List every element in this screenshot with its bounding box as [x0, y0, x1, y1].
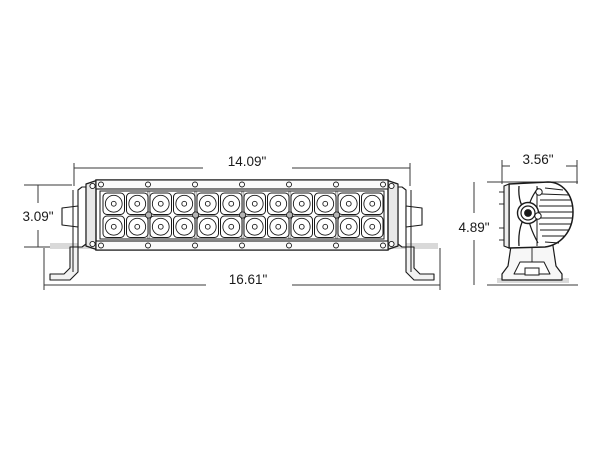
front-view — [49, 179, 438, 281]
fin-2 — [541, 193, 570, 196]
led-cell — [361, 215, 384, 238]
led-cell — [337, 215, 360, 238]
fin-10 — [544, 241, 560, 244]
led-cell — [243, 215, 266, 238]
led-seam-screws — [145, 211, 341, 219]
screw-bottom-4 — [239, 242, 245, 249]
led-cell — [314, 215, 337, 238]
screw-bottom-6 — [333, 242, 339, 249]
side-stand-slot — [524, 267, 540, 276]
led-cell — [196, 215, 219, 238]
led-cell — [102, 192, 125, 215]
right-bracket-tab — [405, 205, 423, 228]
led-cell — [149, 215, 172, 238]
screw-bottom-1 — [98, 242, 104, 249]
led-cell — [267, 192, 290, 215]
seam-screw-5 — [333, 211, 341, 219]
side-view — [497, 181, 574, 283]
screw-top-1 — [98, 181, 104, 188]
seam-screw-2 — [192, 211, 200, 219]
led-cell — [290, 192, 313, 215]
side-rear-ribs — [499, 191, 504, 241]
housing-end-caps — [85, 179, 399, 251]
housing-rail-screws — [98, 181, 386, 249]
led-cell — [102, 215, 125, 238]
end-cap-bolts — [89, 182, 395, 248]
side-pivot-bolt — [516, 201, 540, 225]
screw-top-2 — [145, 181, 151, 188]
dimension-label-side-height: 4.89" — [458, 220, 489, 235]
led-cell — [173, 192, 196, 215]
led-cell — [361, 192, 384, 215]
led-cell — [126, 192, 149, 215]
arm-fastener-top — [535, 188, 543, 196]
side-arm-fasteners — [534, 188, 543, 220]
seam-screw-4 — [286, 211, 294, 219]
side-rear-wall — [503, 183, 510, 249]
bolt-top-right — [388, 182, 395, 190]
led-cell — [220, 192, 243, 215]
led-cell — [267, 215, 290, 238]
bolt-bottom-right — [388, 240, 395, 248]
bolt-top-left — [89, 182, 96, 190]
led-cell — [149, 192, 172, 215]
led-cell — [314, 192, 337, 215]
bolt-bottom-left — [89, 240, 96, 248]
led-cell — [220, 215, 243, 238]
seam-screw-3 — [239, 211, 247, 219]
dimension-label-side-depth: 3.56" — [522, 152, 553, 167]
right-bracket-foot — [405, 246, 435, 281]
dimension-lines-group — [24, 160, 578, 290]
led-array — [102, 191, 384, 239]
screw-top-4 — [239, 181, 245, 188]
fin-1 — [544, 187, 564, 191]
left-bracket-foot — [49, 246, 79, 281]
led-cell — [173, 215, 196, 238]
led-cell — [126, 215, 149, 238]
led-cell — [196, 192, 219, 215]
dimension-label-front-height: 3.09" — [22, 209, 53, 224]
dimension-label-length-overall: 16.61" — [229, 272, 268, 287]
screw-top-6 — [333, 181, 339, 188]
left-bracket-tab — [61, 205, 79, 228]
screw-bottom-7 — [380, 242, 386, 249]
led-row-bottom — [102, 215, 384, 238]
arm-fastener-mid — [534, 212, 542, 220]
left-mounting-bracket — [49, 186, 87, 281]
seam-screw-1 — [145, 211, 153, 219]
led-cell — [243, 192, 266, 215]
led-row-top — [102, 192, 384, 215]
left-bracket-plate — [77, 186, 87, 248]
led-cell — [337, 192, 360, 215]
screw-top-7 — [380, 181, 386, 188]
screw-top-3 — [192, 181, 198, 188]
screw-bottom-3 — [192, 242, 198, 249]
side-heat-sink-fins — [536, 186, 573, 246]
screw-bottom-2 — [145, 242, 151, 249]
right-bracket-plate — [397, 186, 407, 248]
screw-bottom-5 — [286, 242, 292, 249]
pivot-center-hole — [524, 209, 532, 217]
dimension-label-length-housing: 14.09" — [228, 154, 267, 169]
led-cell — [290, 215, 313, 238]
screw-top-5 — [286, 181, 292, 188]
